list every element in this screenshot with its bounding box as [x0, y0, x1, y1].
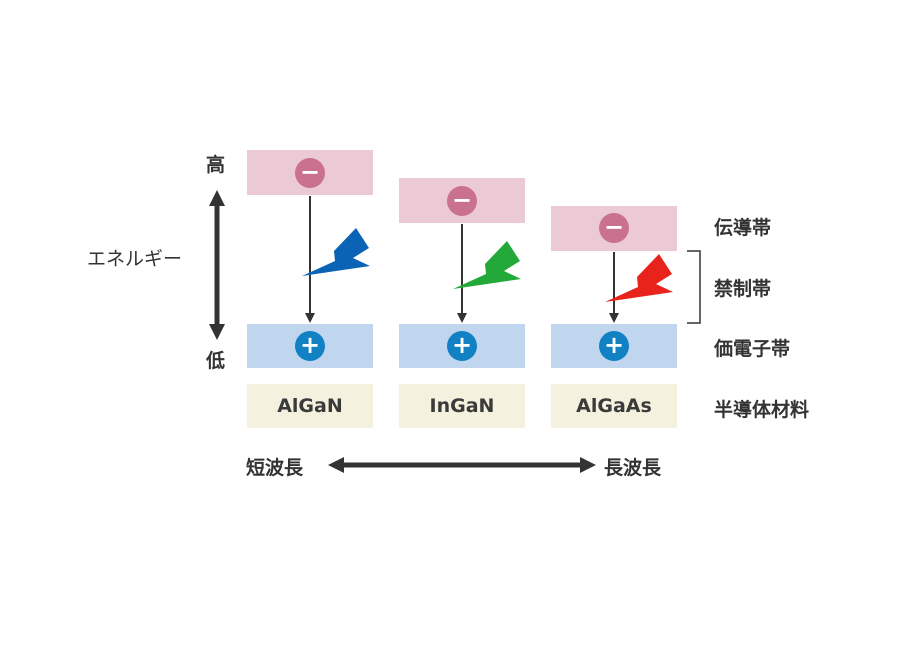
- hole-algan: +: [295, 331, 325, 361]
- electron-algaas: −: [599, 213, 629, 243]
- short-wavelength-label: 短波長: [246, 457, 304, 479]
- energy-high-label: 高: [206, 154, 226, 176]
- energy-axis-label: エネルギー: [87, 248, 183, 270]
- forbidden-band-label: 禁制帯: [714, 278, 772, 300]
- hole-algaas: +: [599, 331, 629, 361]
- photon-algan-icon: [302, 228, 370, 276]
- forbidden-band-bracket: [687, 250, 701, 324]
- electron-algan: −: [295, 158, 325, 188]
- material-ingan: InGaN: [399, 384, 525, 428]
- hole-ingan: +: [447, 331, 477, 361]
- material-algan: AlGaN: [247, 384, 373, 428]
- long-wavelength-label: 長波長: [604, 457, 662, 479]
- energy-axis-arrow: [209, 190, 225, 340]
- material-label: 半導体材料: [714, 399, 810, 421]
- energy-low-label: 低: [206, 350, 226, 372]
- electron-ingan: −: [447, 186, 477, 216]
- wavelength-axis-arrow: [328, 457, 596, 473]
- material-algaas: AlGaAs: [551, 384, 677, 428]
- photon-algaas-icon: [605, 254, 673, 302]
- photon-ingan-icon: [453, 241, 521, 289]
- valence-band-label: 価電子帯: [714, 338, 791, 360]
- conduction-band-label: 伝導帯: [714, 217, 772, 239]
